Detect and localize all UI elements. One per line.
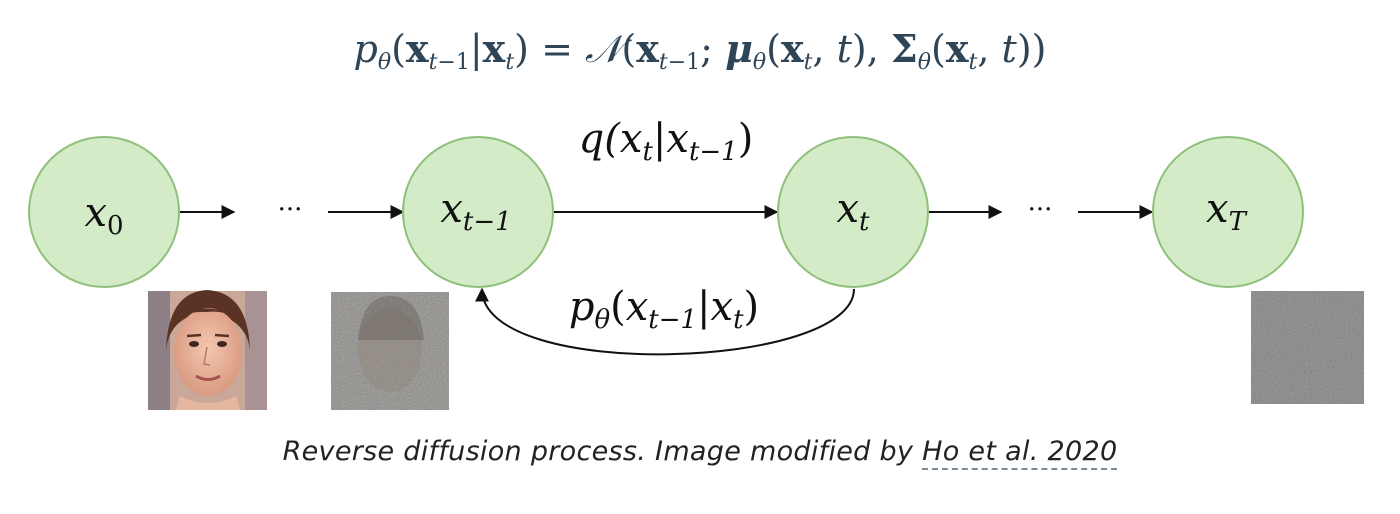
ellipsis-right: ··· [1028, 195, 1053, 225]
reverse-process-formula: pθ(xt−1|xt) = 𝒩(xt−1; μθ(xt, t), Σθ(xt, … [353, 26, 1047, 75]
face-photo [148, 290, 267, 410]
node-x0-base: x [84, 190, 107, 236]
node-xT: xT [1152, 136, 1304, 288]
node-xT-sub: T [1229, 207, 1248, 237]
pure-noise [1251, 291, 1364, 404]
forward-label: q(xt|xt−1) [579, 116, 754, 167]
caption-link[interactable]: Ho et al. 2020 [922, 436, 1118, 470]
node-xt-base: x [836, 186, 859, 232]
node-x0: x0 [28, 136, 180, 288]
reverse-edge [475, 287, 855, 356]
node-xT-base: x [1206, 186, 1229, 232]
node-xt-1-base: x [440, 186, 463, 232]
svg-text:xT: xT [1206, 186, 1248, 237]
caption-text: Reverse diffusion process. Image modifie… [282, 436, 923, 467]
node-xt-1-sub: t−1 [463, 207, 512, 237]
noisy-face [331, 292, 449, 410]
node-xt: xt [777, 136, 929, 288]
svg-text:x0: x0 [84, 190, 123, 241]
ellipsis-left: ··· [278, 195, 303, 225]
figure-caption: Reverse diffusion process. Image modifie… [0, 436, 1400, 470]
reverse-label: pθ(xt−1|xt) [569, 284, 759, 335]
node-xt-1: xt−1 [402, 136, 554, 288]
node-xt-sub: t [859, 207, 870, 237]
svg-text:xt: xt [836, 186, 870, 237]
node-x0-sub: 0 [107, 211, 124, 241]
svg-text:xt−1: xt−1 [440, 186, 511, 237]
